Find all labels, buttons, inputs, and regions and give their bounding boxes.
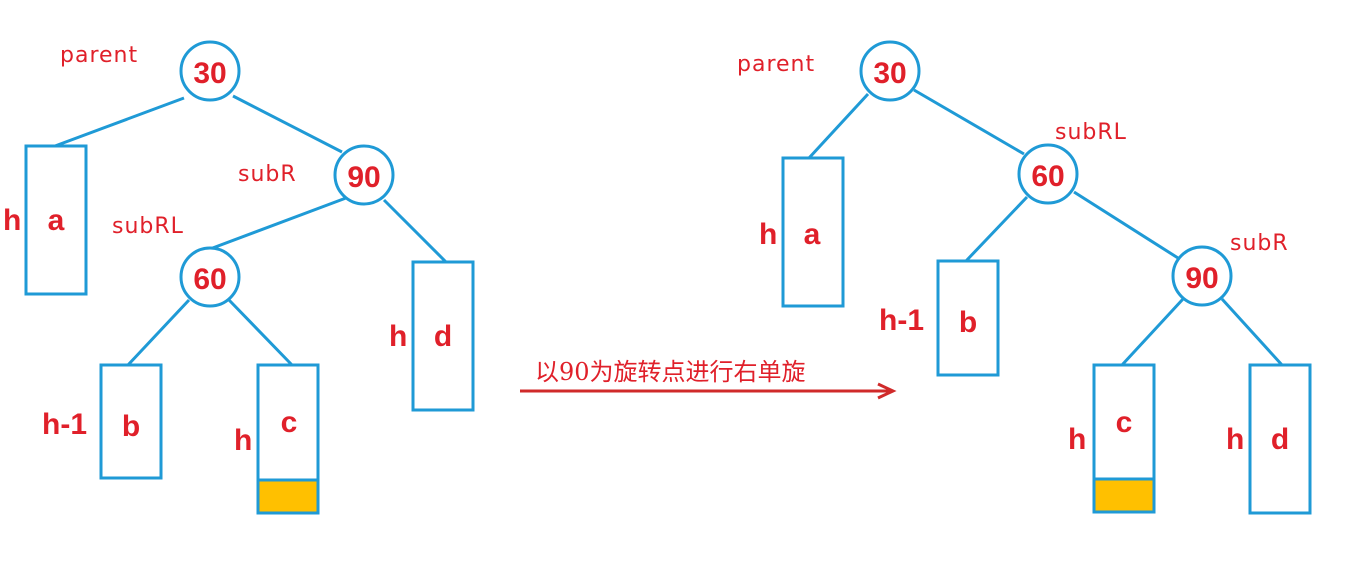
arrow-head	[877, 382, 897, 400]
edge-30-60-after	[913, 88, 1025, 156]
subtree-b-box-after	[936, 259, 1000, 377]
edge-90-d-after	[1220, 297, 1284, 367]
subtree-b-box	[99, 363, 163, 480]
node-60-value: 60	[193, 263, 226, 296]
subtree-c-height-after: h	[1068, 423, 1086, 456]
node-60-circle	[179, 246, 241, 308]
edge-60-b-after	[964, 195, 1029, 263]
subtree-b-height-after: h-1	[879, 304, 924, 337]
subtree-c-height: h	[234, 424, 252, 457]
subtree-a-label: a	[48, 204, 65, 237]
subtree-b-label-after: b	[959, 306, 977, 339]
subR-label: subR	[238, 162, 297, 187]
subtree-a-box-after	[781, 156, 845, 308]
before-tree: 30 90 60 parent subR subRL a b c d h h-1…	[3, 40, 475, 515]
subtree-c-box-after	[1092, 363, 1156, 481]
node-90-circle	[333, 144, 395, 206]
inserted-level-c-after	[1092, 477, 1156, 514]
subtree-d-height: h	[389, 320, 407, 353]
after-tree: 30 60 90 parent subRL subR a b c d h h-1…	[737, 40, 1312, 515]
edge-90-60	[209, 196, 347, 251]
subtree-d-label: d	[434, 320, 452, 353]
rotation-caption: 以90为旋转点进行右单旋	[535, 358, 806, 386]
parent-label-after: parent	[737, 52, 815, 77]
subtree-b-height: h-1	[42, 408, 87, 441]
subRL-label-after: subRL	[1055, 120, 1127, 145]
subtree-a-height: h	[3, 204, 21, 237]
inserted-level-c	[256, 478, 320, 515]
subtree-b-label: b	[122, 410, 140, 443]
subtree-d-box	[411, 260, 475, 412]
edge-30-90	[232, 94, 343, 154]
subtree-d-box-after	[1248, 363, 1312, 515]
subR-label-after: subR	[1230, 231, 1289, 256]
node-30-circle	[179, 40, 241, 102]
node-30-value: 30	[193, 57, 226, 90]
subtree-c-box	[256, 363, 320, 482]
subtree-a-box	[24, 144, 88, 296]
node-30-value-after: 30	[873, 57, 906, 90]
subtree-d-height-after: h	[1226, 423, 1244, 456]
edge-60-b	[126, 298, 191, 367]
node-30-circle-after	[859, 40, 921, 102]
parent-label: parent	[60, 43, 138, 68]
node-90-value: 90	[347, 161, 380, 194]
edge-60-90-after	[1073, 190, 1179, 260]
edge-30-a	[54, 96, 185, 148]
subtree-d-label-after: d	[1271, 423, 1289, 456]
subtree-c-label-after: c	[1116, 406, 1133, 439]
subtree-a-height-after: h	[759, 218, 777, 251]
edge-30-a-after	[807, 92, 870, 160]
edge-90-c-after	[1120, 297, 1185, 367]
subtree-c-label: c	[281, 406, 298, 439]
rotation-arrow: 以90为旋转点进行右单旋	[520, 358, 897, 400]
node-90-circle-after	[1171, 245, 1233, 307]
edge-60-c	[227, 298, 294, 367]
node-60-circle-after	[1017, 143, 1079, 205]
subRL-label: subRL	[112, 214, 184, 239]
edge-90-d	[382, 198, 448, 264]
node-60-value-after: 60	[1031, 160, 1064, 193]
node-90-value-after: 90	[1185, 262, 1218, 295]
subtree-a-label-after: a	[804, 218, 821, 251]
